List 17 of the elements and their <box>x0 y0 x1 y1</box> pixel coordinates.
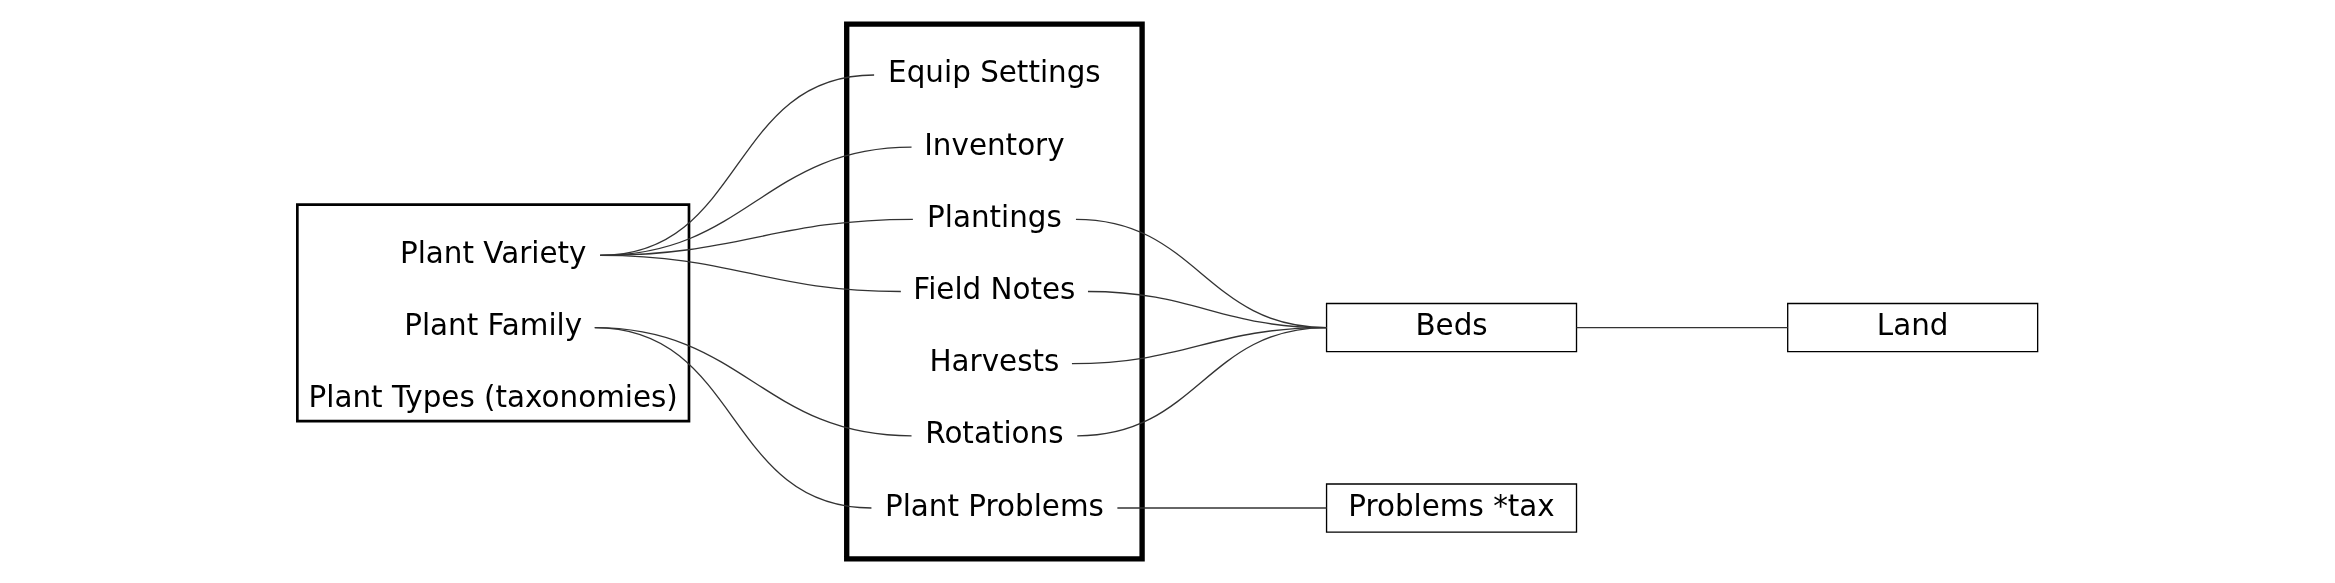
node-text: Plant Problems <box>884 488 1104 523</box>
connector <box>599 254 902 293</box>
node-text: Plant Family <box>404 308 583 343</box>
node-text: Inventory <box>924 127 1065 162</box>
node-text: Rotations <box>925 416 1064 451</box>
connector <box>1575 326 1789 329</box>
node-box: Beds <box>1325 302 1578 353</box>
node-box: Problems *tax <box>1325 483 1578 533</box>
node-text: Equip Settings <box>888 55 1101 90</box>
connector <box>1076 326 1328 437</box>
node-text: Plant Variety <box>399 235 587 270</box>
cluster <box>844 21 1145 562</box>
node-text: Field Notes <box>913 271 1076 306</box>
node-text: Plantings <box>927 199 1062 234</box>
node-text: Harvests <box>929 344 1060 379</box>
node-box: Land <box>1787 302 2039 353</box>
connector <box>1116 507 1328 509</box>
